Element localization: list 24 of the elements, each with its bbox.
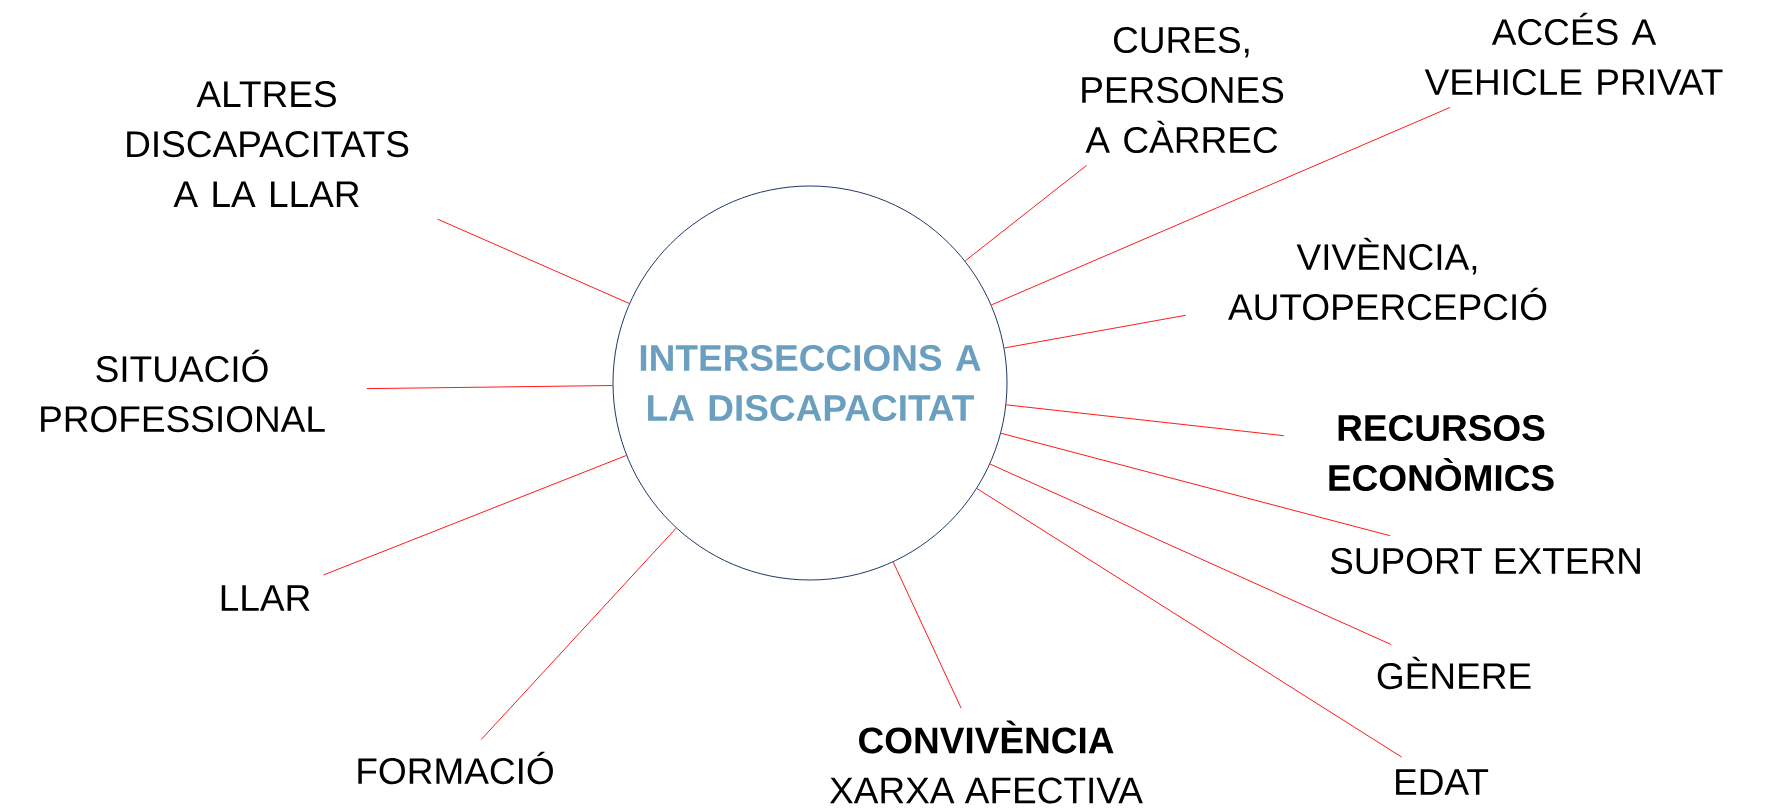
factor-label: GÈNERE (1377, 656, 1531, 690)
connector-line (892, 561, 962, 709)
factor-label: EDAT (1396, 769, 1489, 795)
connector-line (989, 463, 1392, 646)
connector-line (437, 218, 630, 304)
factor-label: LLAR (221, 585, 310, 611)
connector-line (990, 106, 1451, 306)
factor-label: ALTRES DISCAPACITATS A LA LLAR (127, 81, 409, 207)
connector-line (964, 164, 1088, 262)
connector-line (976, 488, 1403, 758)
connector-line (480, 527, 677, 741)
connector-line (1005, 404, 1285, 437)
factor-label: SITUACIÓ PROFESSIONAL (41, 349, 325, 433)
factor-label: FORMACIÓ (358, 751, 553, 785)
connector-line (1000, 432, 1391, 537)
connector-line (366, 385, 613, 390)
connector-line (323, 455, 627, 576)
factor-label: CONVIVÈNCIA XARXA AFECTIVA (829, 720, 1143, 804)
factor-label: ACCÉS A VEHICLE PRIVAT (1424, 12, 1723, 96)
connector-line (1003, 314, 1187, 349)
factor-label: VIVÈNCIA, AUTOPERCEPCIÓ (1228, 237, 1547, 321)
factor-label: CURES, PERSONES A CÀRREC (1082, 26, 1284, 154)
factor-label: SUPORT EXTERN (1330, 547, 1640, 575)
factor-label: RECURSOS ECONÒMICS (1329, 414, 1554, 492)
